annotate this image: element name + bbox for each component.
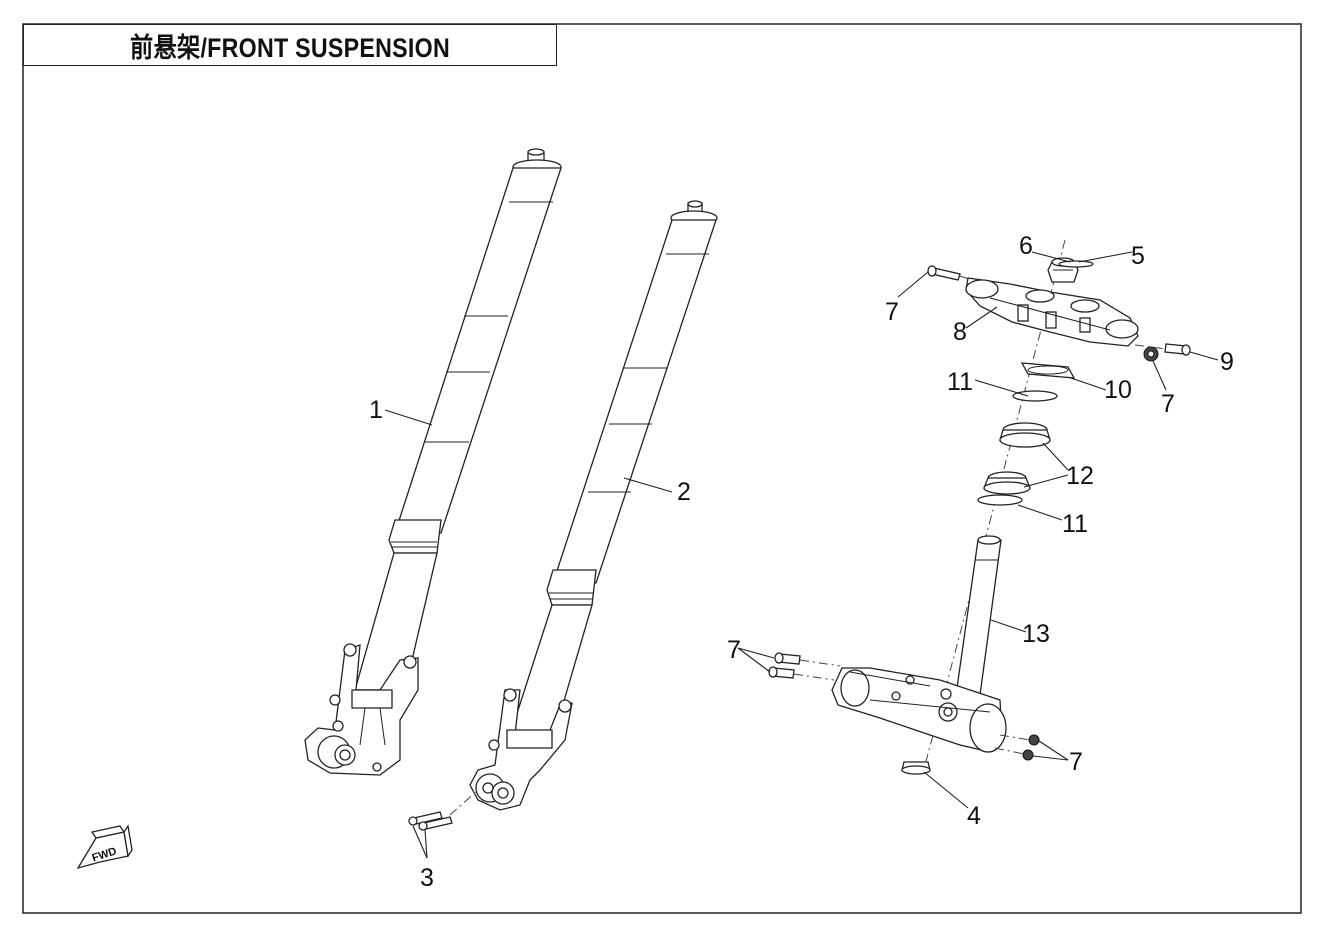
callout-7-right: 7 xyxy=(1161,390,1175,418)
callout-9: 9 xyxy=(1220,348,1234,376)
callout-7-lower-left: 7 xyxy=(727,636,741,664)
callout-11-lower: 11 xyxy=(1062,510,1088,538)
seal-11-lower xyxy=(977,494,1023,506)
bearing-12-upper xyxy=(999,422,1051,448)
bolts-7-lower-left xyxy=(768,652,841,681)
callout-2: 2 xyxy=(677,478,691,506)
callout-1: 1 xyxy=(369,396,383,424)
callout-8: 8 xyxy=(953,318,967,346)
bearing-12-lower xyxy=(983,471,1031,495)
callout-6: 6 xyxy=(1019,232,1033,260)
callout-13: 13 xyxy=(1022,620,1050,648)
page-title: 前悬架/FRONT SUSPENSION xyxy=(130,32,450,63)
leader-lines xyxy=(384,251,1219,859)
spacer-10 xyxy=(1020,362,1076,379)
title-box: 前悬架/FRONT SUSPENSION xyxy=(23,24,557,66)
drawing-frame xyxy=(22,23,1302,914)
steering-stem-13 xyxy=(831,535,1007,753)
callout-10: 10 xyxy=(1104,376,1132,404)
callout-7-lower-right: 7 xyxy=(1069,748,1083,776)
washer-6 xyxy=(1058,260,1094,268)
fork-leg-1 xyxy=(304,148,562,776)
nuts-7-lower-right xyxy=(994,734,1040,761)
callout-3: 3 xyxy=(420,864,434,892)
fwd-arrow-icon: FWD xyxy=(76,824,133,870)
callout-5: 5 xyxy=(1131,242,1145,270)
upper-triple-clamp-8 xyxy=(965,277,1139,347)
callout-11-upper: 11 xyxy=(947,368,973,396)
fork-leg-2 xyxy=(469,200,718,811)
bottom-nut-4 xyxy=(901,761,931,775)
seal-11-upper xyxy=(1012,390,1058,402)
callout-4: 4 xyxy=(967,802,981,830)
callout-12: 12 xyxy=(1066,462,1094,490)
bolt-9 xyxy=(1134,343,1191,356)
bolts-3 xyxy=(408,789,479,831)
callout-7-upper-left: 7 xyxy=(885,298,899,326)
bolt-7-upper xyxy=(927,265,973,281)
